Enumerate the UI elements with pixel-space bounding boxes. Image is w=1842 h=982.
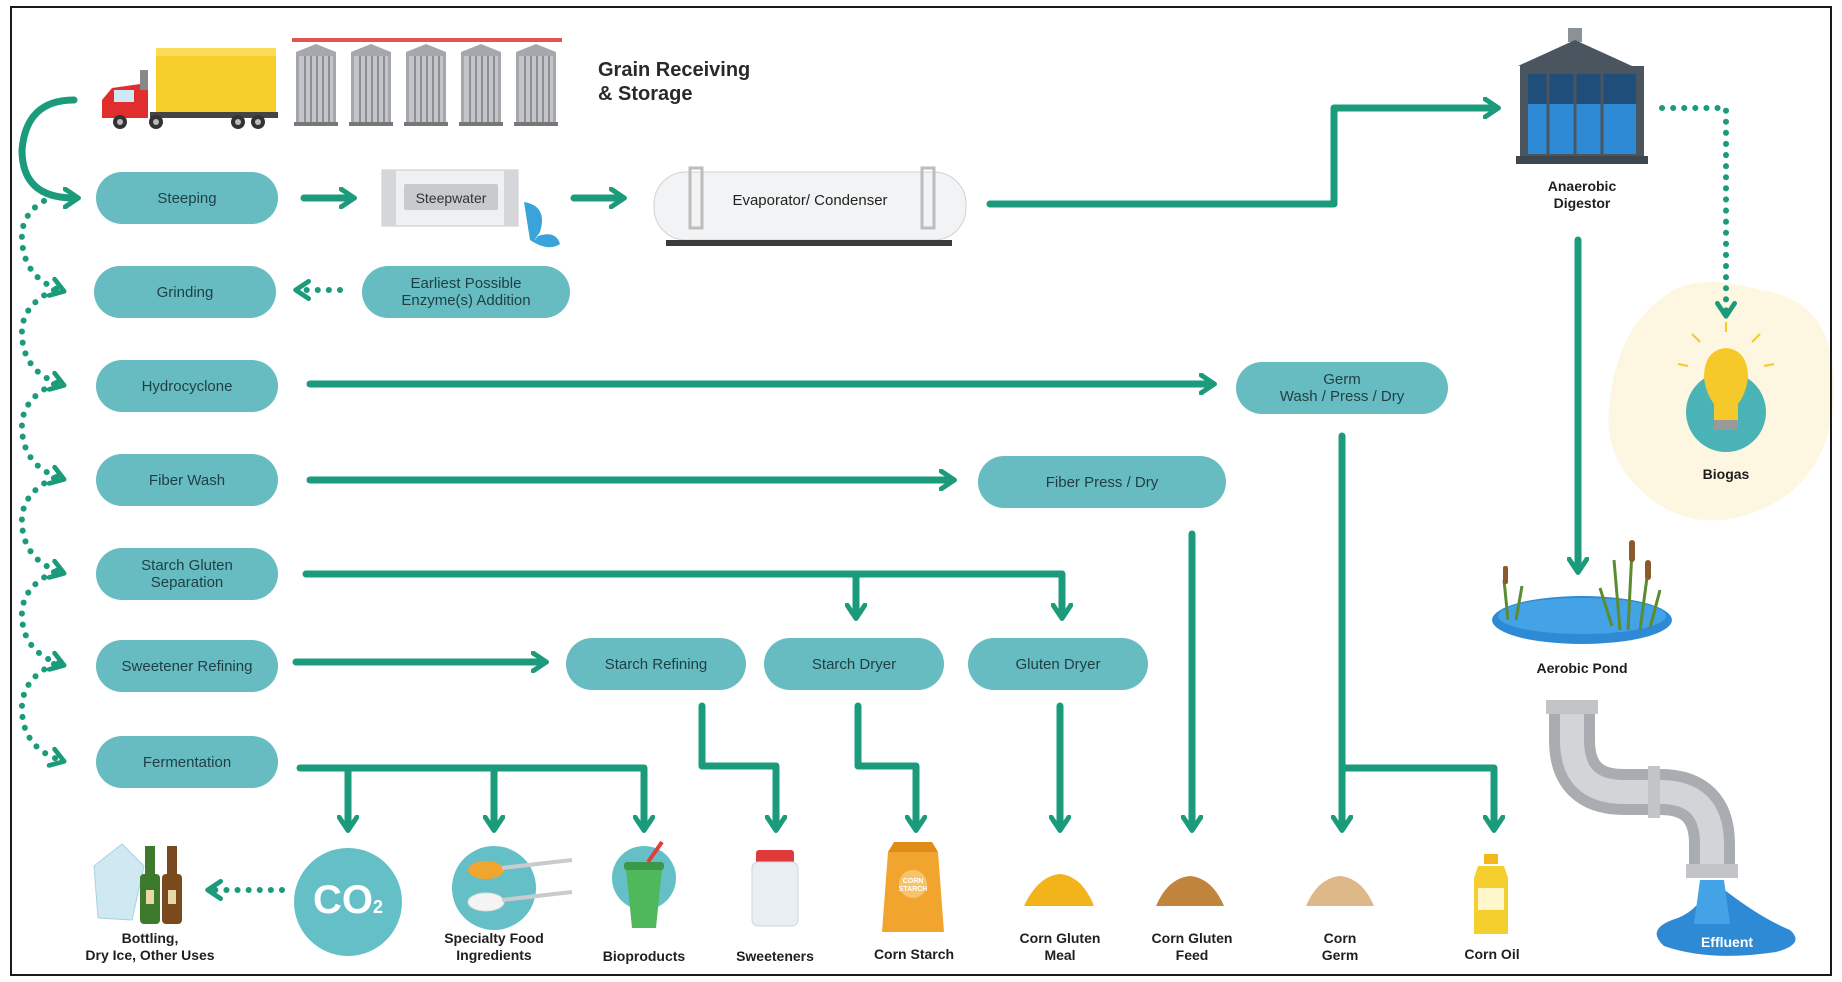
truck-icon: [102, 48, 278, 129]
effluent-label: Effluent: [1700, 934, 1754, 950]
aerobic-pond-label: Aerobic Pond: [1536, 660, 1628, 676]
dotted-arrows: [18, 105, 1726, 890]
fiber-wash-step: Fiber Wash: [96, 454, 278, 506]
steeping-step: Steeping: [96, 172, 278, 224]
anaerobic-digestor-label: Anaerobic Digestor: [1547, 178, 1617, 211]
grain-pile-icon: [1024, 874, 1374, 906]
co2-text: CO2: [312, 878, 383, 922]
diagram-border: [10, 6, 1832, 976]
corn-starch-label: Corn Starch: [873, 946, 955, 962]
jar-icon: [751, 850, 799, 927]
gluten-dryer-step: Gluten Dryer: [968, 638, 1148, 690]
starch-bag-icon: [882, 842, 944, 932]
fermentation-step: Fermentation: [96, 736, 278, 788]
germ-wash-step: Germ Wash / Press / Dry: [1236, 362, 1448, 414]
starch-gluten-separation-step: Starch Gluten Separation: [96, 548, 278, 600]
cup-icon: [612, 840, 676, 928]
corn-gluten-feed-label: Corn Gluten Feed: [1151, 930, 1233, 963]
steepwater-label: Steepwater: [415, 190, 487, 206]
steepwater-tank-icon: [381, 169, 560, 248]
sweeteners-label: Sweeteners: [736, 948, 814, 964]
bottles-icon: [93, 843, 182, 924]
grain-receiving-title: Grain Receiving & Storage: [598, 59, 751, 105]
evaporator-label: Evaporator/ Condenser: [732, 192, 888, 209]
fiber-press-step: Fiber Press / Dry: [978, 456, 1226, 508]
corn-germ-label: Corn Germ: [1321, 930, 1359, 963]
pipe-icon: [1546, 700, 1796, 956]
bioproducts-label: Bioproducts: [602, 948, 686, 964]
evaporator-icon: [653, 166, 967, 246]
hydrocyclone-step: Hydrocyclone: [96, 360, 278, 412]
bottling-label: Bottling, Dry Ice, Other Uses: [85, 930, 215, 963]
co2-icon: [294, 848, 402, 956]
oil-bottle-icon: [1474, 854, 1508, 934]
biogas-label: Biogas: [1702, 466, 1750, 482]
silo-icon: [292, 38, 562, 127]
corn-gluten-meal-label: Corn Gluten Meal: [1019, 930, 1101, 963]
starch-dryer-step: Starch Dryer: [764, 638, 944, 690]
enzyme-addition-step: Earliest Possible Enzyme(s) Addition: [362, 266, 570, 318]
digestor-icon: [1516, 28, 1648, 164]
sweetener-refining-step: Sweetener Refining: [96, 640, 278, 692]
starch-refining-step: Starch Refining: [566, 638, 746, 690]
specialty-food-label: Specialty Food Ingredients: [444, 930, 544, 963]
corn-oil-label: Corn Oil: [1464, 946, 1520, 962]
grinding-step: Grinding: [94, 266, 276, 318]
flow-arrows: [18, 96, 1578, 826]
spoons-icon: [452, 846, 573, 930]
pond-icon: [1492, 540, 1672, 644]
lightbulb-icon: [1608, 282, 1835, 521]
corn-starch-bag-text: CORN STARCH: [898, 878, 928, 893]
